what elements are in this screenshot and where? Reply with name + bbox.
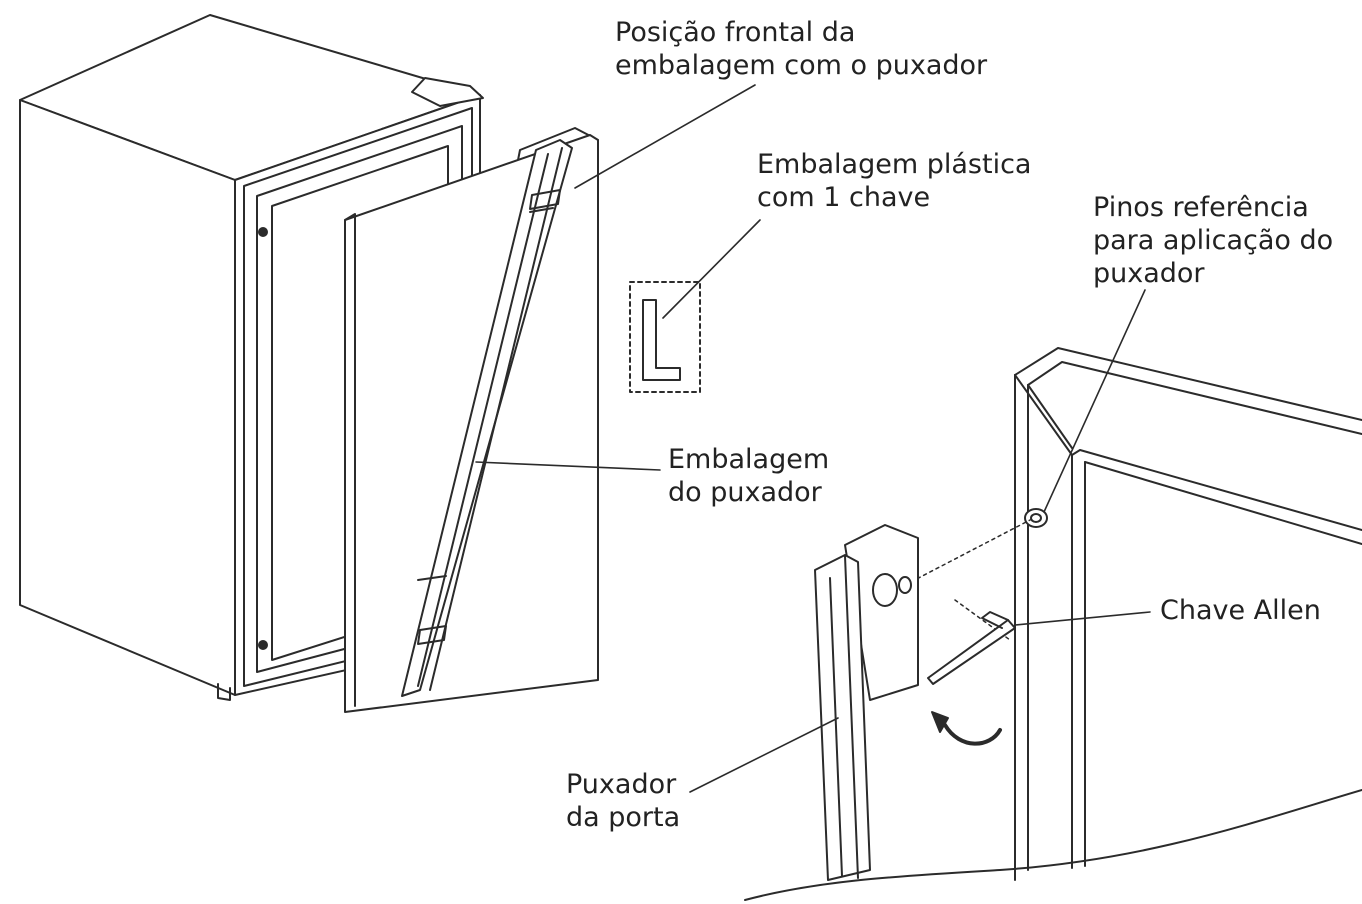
label-pinos-referencia-line1: Pinos referência <box>1093 192 1309 223</box>
label-chave-allen-line1: Chave Allen <box>1160 595 1321 626</box>
label-pinos-referencia: Pinos referência para aplicação do puxad… <box>1093 191 1333 290</box>
label-posicao-frontal-line1: Posição frontal da <box>615 17 856 48</box>
label-pinos-referencia-line2: para aplicação do <box>1093 225 1334 256</box>
label-chave-allen: Chave Allen <box>1160 594 1321 627</box>
label-embalagem-plastica-line1: Embalagem plástica <box>757 149 1032 180</box>
label-puxador-porta-line1: Puxador <box>566 769 677 800</box>
leader-lines <box>475 84 1151 793</box>
label-puxador-porta: Puxador da porta <box>566 768 680 834</box>
label-embalagem-puxador-line1: Embalagem <box>668 444 830 475</box>
label-pinos-referencia-line3: puxador <box>1093 258 1205 289</box>
label-embalagem-plastica: Embalagem plástica com 1 chave <box>757 148 1031 214</box>
label-posicao-frontal-line2: embalagem com o puxador <box>615 50 988 81</box>
label-posicao-frontal: Posição frontal da embalagem com o puxad… <box>615 16 987 82</box>
label-embalagem-plastica-line2: com 1 chave <box>757 182 931 213</box>
handle-package-illustration <box>344 127 599 713</box>
label-embalagem-puxador-line2: do puxador <box>668 477 822 508</box>
door-detail-illustration <box>744 347 1362 901</box>
label-embalagem-puxador: Embalagem do puxador <box>668 443 829 509</box>
plastic-bag-key-illustration <box>629 281 701 393</box>
label-puxador-porta-line2: da porta <box>566 802 681 833</box>
